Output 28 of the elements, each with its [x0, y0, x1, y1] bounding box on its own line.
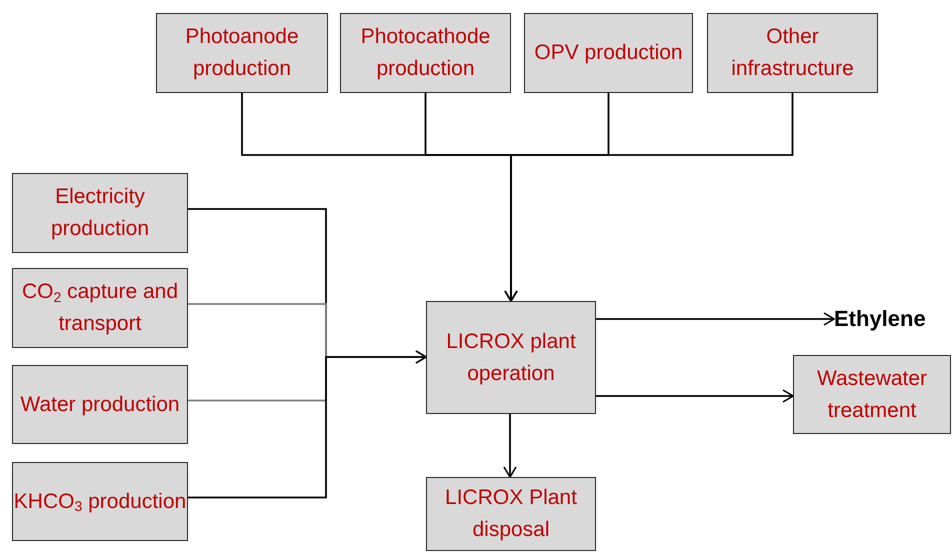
process-box: [426, 477, 596, 551]
box-label: CO$_{2}$ capture and transport: [20, 279, 180, 337]
arrow: [596, 389, 794, 403]
box-label: Electricity production: [50, 184, 150, 242]
process-box: [426, 301, 596, 414]
arrow: [503, 414, 517, 478]
box-label: LICROX plant operation: [445, 328, 577, 386]
process-box: [12, 365, 188, 444]
process-box: [707, 13, 878, 93]
process-box: [12, 173, 188, 253]
box-label: Other infrastructure: [730, 24, 855, 82]
box-label: Wastewater treatment: [816, 366, 928, 424]
process-box: [12, 268, 188, 348]
output-label: Ethylene: [834, 304, 934, 334]
process-box: [340, 13, 511, 93]
box-label: KHCO$_{3}$ production: [14, 488, 186, 516]
arrow: [188, 350, 427, 498]
process-box: [524, 13, 693, 93]
box-label: Photocathode production: [360, 24, 492, 82]
box-label: OPV production: [534, 40, 683, 66]
box-label: LICROX Plant disposal: [444, 485, 578, 543]
arrow: [504, 93, 794, 302]
process-box: [793, 355, 951, 434]
process-box: [156, 13, 328, 93]
arrow: [596, 312, 835, 326]
box-label: Photoanode production: [184, 24, 300, 82]
process-box: [12, 462, 188, 541]
box-label: Water production: [20, 392, 180, 418]
